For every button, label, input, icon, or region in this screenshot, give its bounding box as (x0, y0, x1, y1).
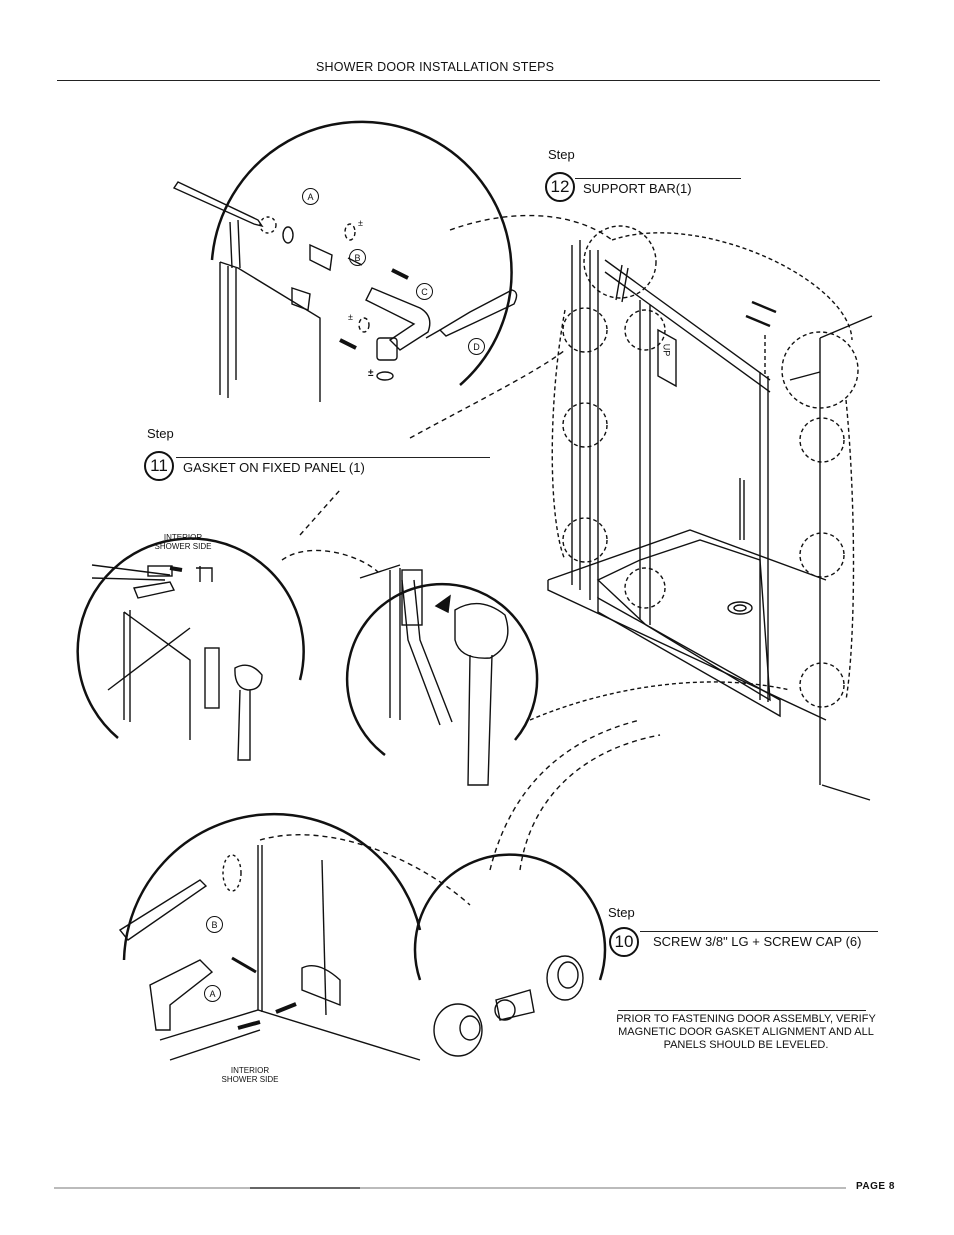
detail-markers (529, 225, 859, 721)
tolerance-mark: ± (348, 312, 353, 322)
callout-a: A (204, 985, 221, 1002)
step-title: SUPPORT BAR(1) (583, 181, 692, 196)
step-label: Step (548, 147, 575, 162)
pencil-icon (172, 181, 264, 228)
step-underline (176, 457, 490, 458)
interior-side-label: INTERIOR SHOWER SIDE (154, 533, 212, 551)
note-divider (618, 1010, 866, 1011)
step-title: GASKET ON FIXED PANEL (1) (183, 460, 365, 475)
callout-b: B (206, 916, 223, 933)
step-number-badge: 12 (545, 172, 575, 202)
detail-circle-gasket-left (76, 537, 305, 739)
installation-note: PRIOR TO FASTENING DOOR ASSEMBLY, VERIFY… (616, 1013, 876, 1051)
step-title: SCREW 3/8" LG + SCREW CAP (6) (653, 934, 862, 949)
glass-panel-edge (219, 261, 321, 402)
header-divider (57, 80, 880, 81)
detail-circle-support-bar (210, 120, 513, 386)
drill-icon (149, 959, 214, 1031)
step-underline (640, 931, 878, 932)
step-number-badge: 11 (144, 451, 174, 481)
callout-c: C (416, 283, 433, 300)
tolerance-mark: ± (358, 218, 363, 228)
callout-a: A (302, 188, 319, 205)
screwdriver-icon (438, 289, 518, 337)
step-label: Step (608, 905, 635, 920)
callout-b: B (349, 249, 366, 266)
footer-divider (54, 1187, 846, 1189)
support-bar (365, 287, 431, 351)
interior-side-label: INTERIOR SHOWER SIDE (221, 1066, 279, 1084)
shower-enclosure (547, 240, 873, 801)
step-label: Step (147, 426, 174, 441)
detail-circle-gasket-right (345, 582, 539, 756)
footer-divider-accent (250, 1187, 360, 1189)
arrow-icon (339, 268, 409, 350)
dashed-connector (449, 214, 613, 241)
page-title: SHOWER DOOR INSTALLATION STEPS (316, 60, 555, 74)
clamp-icon (229, 219, 241, 269)
support-bracket (309, 243, 333, 272)
detail-circle-screw-left (122, 812, 422, 961)
step-underline (575, 178, 741, 179)
up-label: UP (661, 343, 672, 357)
detail-circle-screw-right (413, 853, 607, 981)
tolerance-mark: ± (368, 368, 374, 379)
dashed-connector (409, 349, 566, 439)
callout-d: D (468, 338, 485, 355)
page-number: PAGE 8 (856, 1181, 895, 1192)
step-number-badge: 10 (609, 927, 639, 957)
